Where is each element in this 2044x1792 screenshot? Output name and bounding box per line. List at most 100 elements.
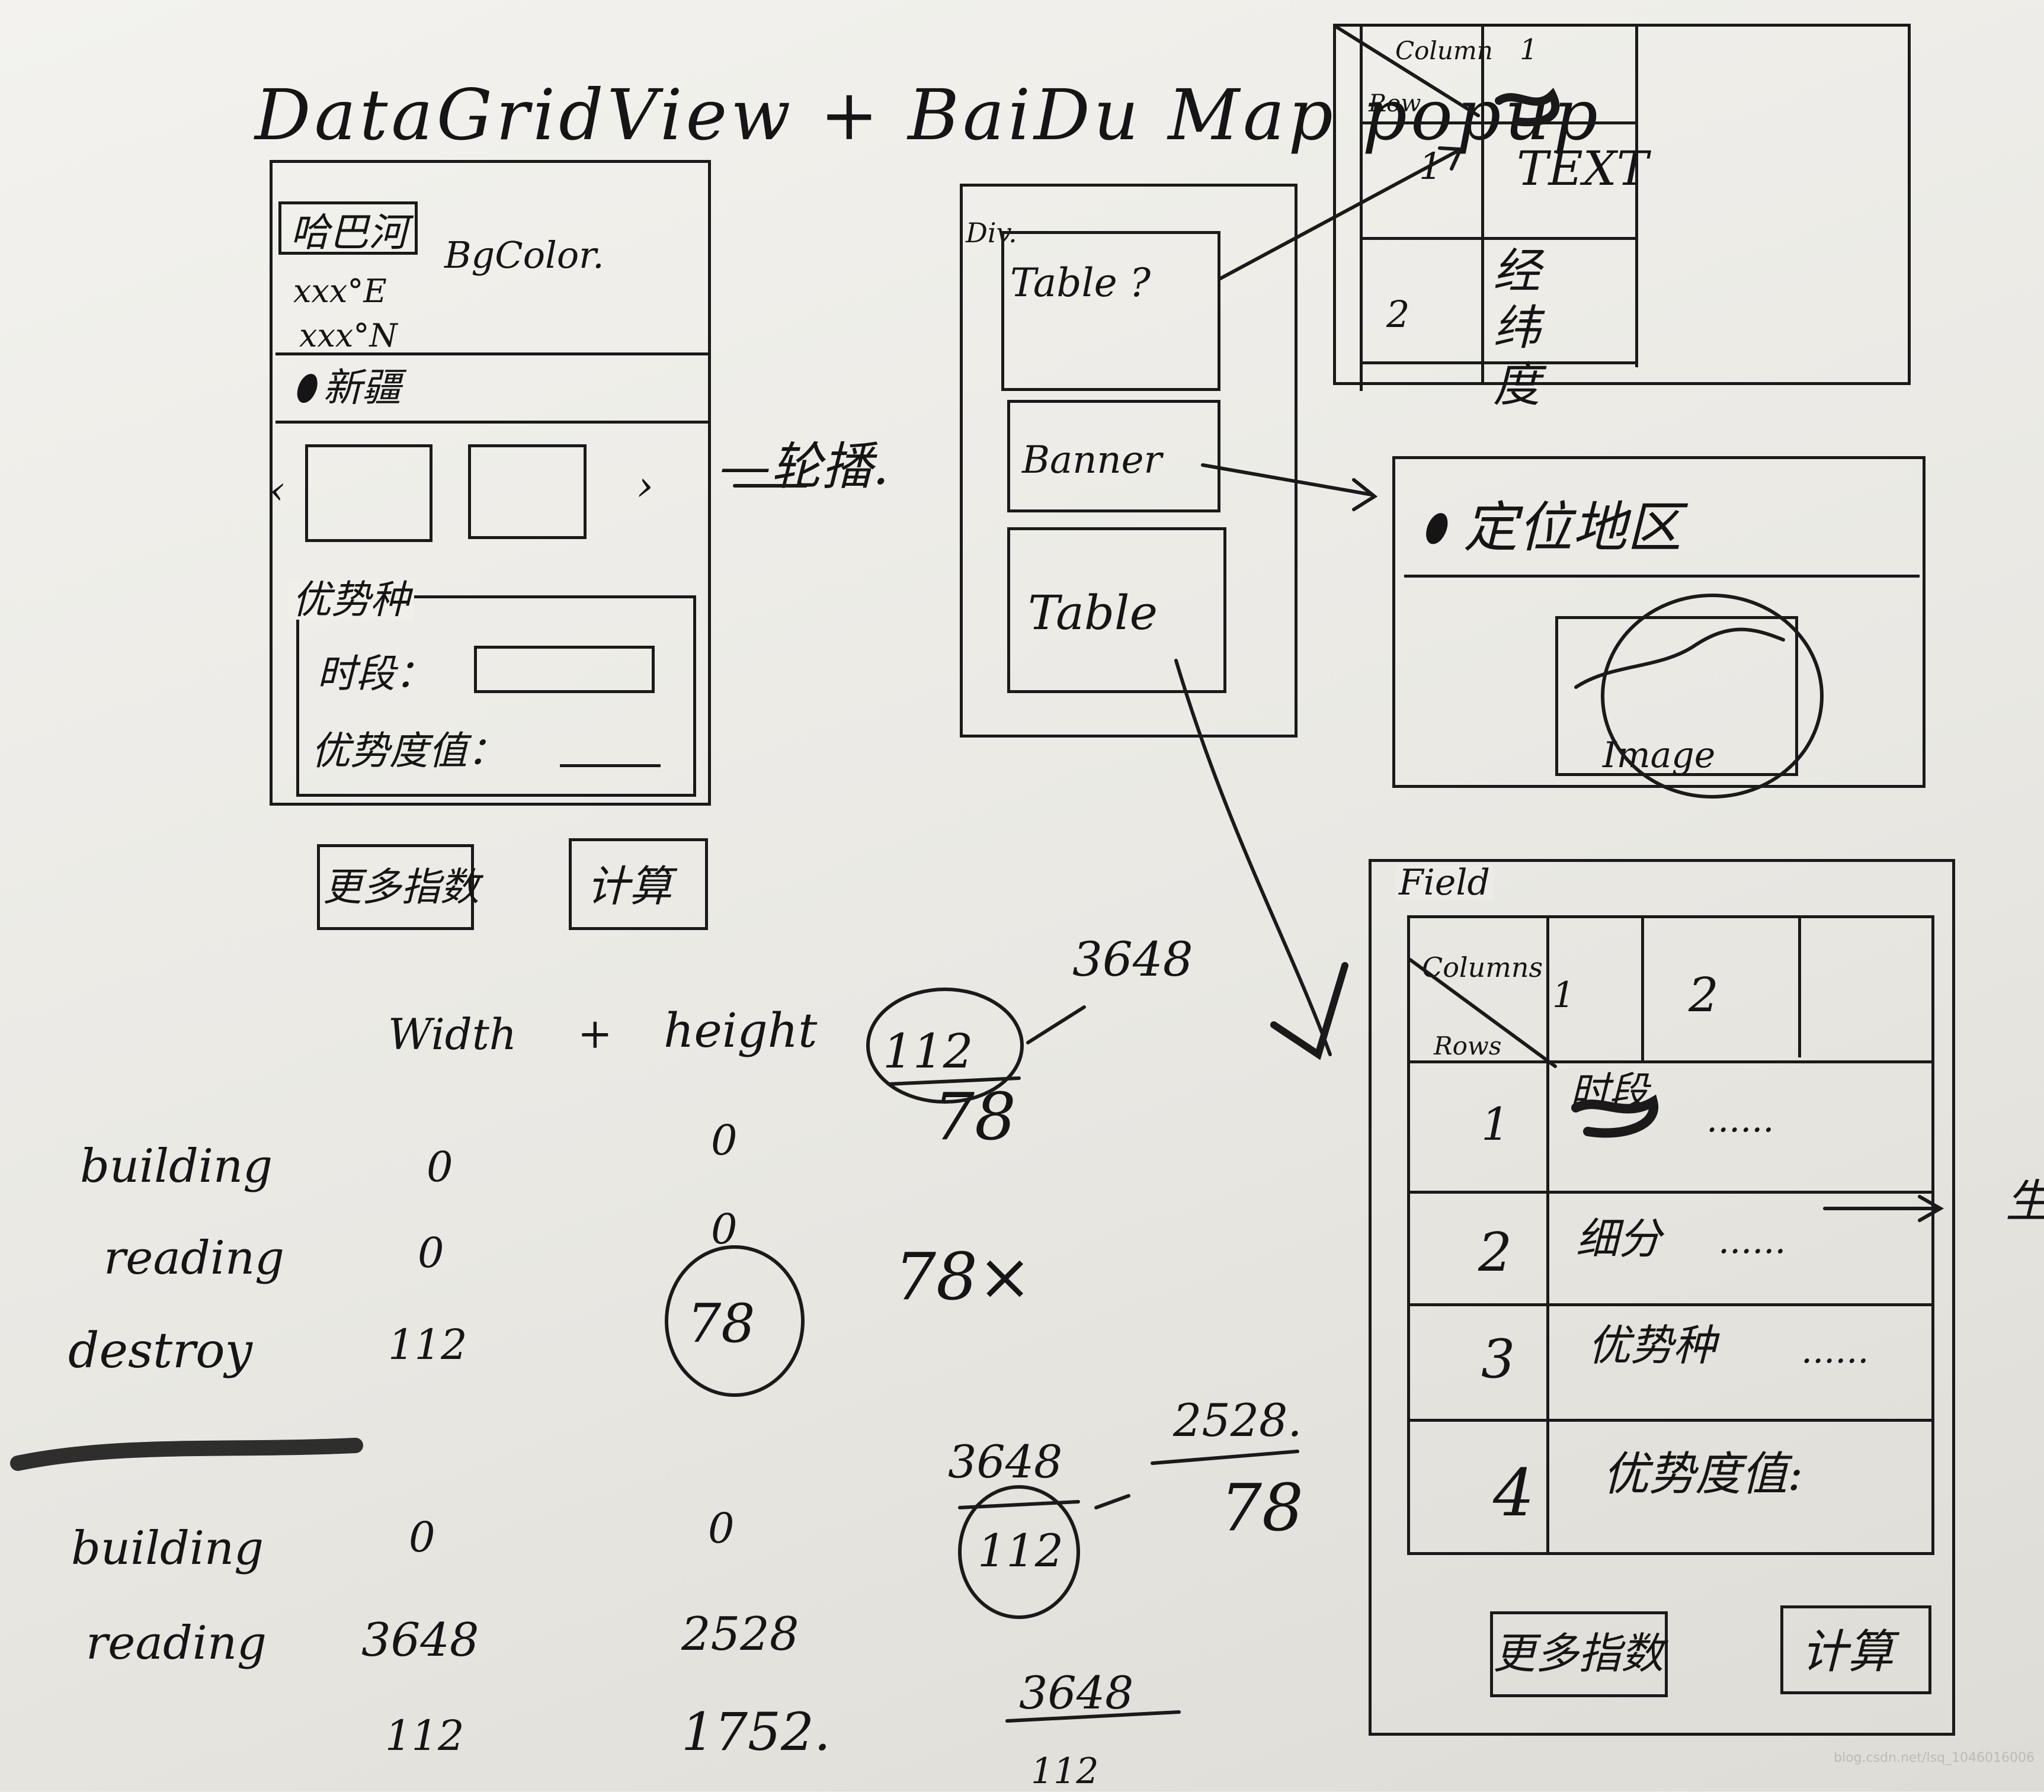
calc-button[interactable] [569,838,708,930]
top-table-row-header: Row [1369,90,1421,117]
field-vline-3 [1798,915,1801,1057]
more-index-button[interactable] [317,844,474,930]
field-hline-2 [1407,1191,1934,1194]
top-table-vline-1 [1360,24,1363,391]
watermark: blog.csdn.net/lsq_1046016006 [1834,1751,2035,1765]
map-card-divider [1404,575,1920,578]
notes-destroy: destroy [68,1323,252,1379]
bgcolor-note: BgColor. [444,233,604,277]
region-row [275,355,708,424]
frac3-num: 2528. [1173,1394,1302,1447]
carousel-slide-2[interactable] [468,444,587,539]
top-table-column-header: Column [1395,36,1493,65]
field-columns-header: Columns [1422,951,1543,983]
field-row-2: 2 [1478,1222,1513,1284]
div-banner-label: Banner [1022,438,1162,482]
top-table-row-2: 2 [1386,293,1410,336]
field-more-index-button[interactable] [1490,1611,1668,1697]
field-col-1: 1 [1552,974,1575,1016]
top-table-col-1: 1 [1520,33,1538,66]
notes-height-header: height [664,1003,818,1058]
carousel-prev-icon[interactable]: ‹ [270,467,286,513]
div-table-q-box [1001,231,1220,391]
calc-label: 计算 [587,861,672,911]
notes-h0b: 0 [711,1205,738,1254]
frac1-num: 112 [883,1024,973,1079]
field-table [1407,915,1934,1555]
notes-w0b: 0 [418,1229,444,1277]
species-fieldset [296,595,696,797]
notes-reading-1: reading [104,1232,284,1285]
place-name: 哈巴河 [290,210,408,255]
field-row-3-dots: ...... [1801,1330,1869,1371]
notes-width-header: Width [388,1009,517,1059]
field-row-1-dots: ...... [1706,1099,1774,1140]
frac1-den: 78 [933,1079,1016,1155]
field-row-3-text: 优势种 [1588,1320,1716,1370]
notes-h0a: 0 [711,1116,738,1165]
map-image-label: Image [1603,735,1716,776]
left-phone-card [270,160,711,806]
notes-reading-2: reading [86,1617,267,1670]
notes-h78: 78 [687,1293,755,1355]
top-table-text-cell: TEXT [1517,141,1649,196]
div-card [960,184,1297,738]
frac3-den: 78 [1220,1470,1303,1546]
field-row-4: 4 [1493,1455,1534,1531]
notes-h2528: 2528 [681,1608,799,1661]
location-pin-icon: ⬮ [293,367,316,409]
latitude-text: xxx°N [299,317,398,354]
value-underline [560,764,661,767]
notes-h0c: 0 [708,1504,735,1553]
top-table-hline-3 [1360,361,1638,364]
field-side-note: 生 [2005,1179,2044,1224]
field-vline-2 [1641,915,1644,1063]
field-calc-button[interactable] [1780,1605,1931,1694]
field-row-1: 1 [1481,1098,1510,1150]
notes-plus: + [578,1009,613,1058]
top-table-hline-1 [1360,121,1638,124]
fieldset-legend: 优势种 [287,581,414,620]
frac2-den: 112 [978,1524,1064,1577]
notes-w3648: 3648 [361,1614,479,1667]
field-calc-label: 计算 [1801,1626,1894,1679]
longitude-text: xxx°E [293,273,387,310]
div-table-q-label: Table ? [1010,260,1151,306]
carousel-next-icon[interactable]: › [637,461,653,510]
notes-building-1: building [80,1140,273,1193]
notes-78x: 78× [895,1239,1033,1315]
field-col-2: 2 [1689,967,1719,1022]
frac1-res: 3648 [1072,932,1193,987]
map-pin-icon: ⬮ [1422,506,1446,550]
carousel-slide-1[interactable] [305,444,432,542]
field-row-2-dots: ...... [1718,1220,1786,1262]
carousel-note: —轮播. [720,437,889,496]
field-more-index-label: 更多指数 [1493,1628,1664,1678]
field-row-4-text: 优势度值: [1603,1448,1803,1501]
notes-h1752: 1752. [681,1701,831,1762]
value-label: 优势度值： [311,728,507,774]
region-name: 新疆 [323,365,401,411]
place-header [275,195,708,355]
notes-w0a: 0 [427,1143,453,1191]
field-hline-1 [1407,1060,1934,1063]
notes-w112b: 112 [385,1711,464,1760]
frac4-den: 112 [1031,1751,1099,1792]
div-banner-box [1007,400,1220,512]
place-name-box [278,201,418,255]
notes-building-2: building [71,1522,264,1575]
map-card-header: 定位地区 [1463,496,1682,559]
notes-w112: 112 [388,1320,467,1369]
field-hline-4 [1407,1419,1934,1422]
field-row-1-text: 时段 [1570,1069,1648,1114]
top-table-latlon-cell: 经纬度 [1493,243,1540,412]
field-vline-1 [1546,915,1549,1555]
top-table [1333,24,1911,385]
div-table-box [1007,527,1226,693]
frac4-num: 3648 [1019,1666,1134,1719]
div-table-label: Table [1028,585,1158,640]
field-hline-3 [1407,1303,1934,1306]
field-row-3: 3 [1481,1328,1516,1390]
field-legend: Field [1395,865,1494,900]
period-input[interactable] [474,646,655,693]
